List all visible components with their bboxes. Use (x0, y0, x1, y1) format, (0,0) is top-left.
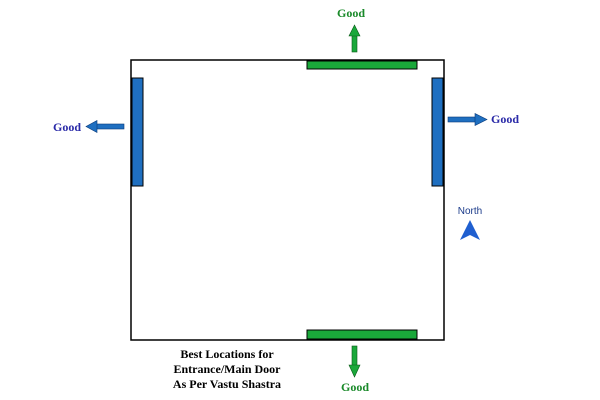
right-arrow (447, 113, 488, 126)
bottom-arrow (348, 345, 361, 378)
left-door (131, 77, 144, 187)
room-outline (130, 59, 445, 341)
bottom-door (306, 329, 418, 340)
caption-line-3: As Per Vastu Shastra (173, 377, 281, 391)
label-left-good: Good (53, 120, 81, 134)
right-door (431, 77, 444, 187)
label-top-good: Good (337, 6, 365, 20)
left-arrow (85, 119, 125, 134)
caption-line-2: Entrance/Main Door (174, 362, 282, 376)
north-arrow-icon (460, 220, 480, 240)
top-arrow (348, 24, 361, 53)
caption-line-1: Best Locations for (180, 347, 274, 361)
north-label: North (458, 206, 482, 217)
label-bottom-good: Good (341, 380, 369, 394)
top-door (306, 60, 418, 70)
label-right-good: Good (491, 112, 519, 126)
